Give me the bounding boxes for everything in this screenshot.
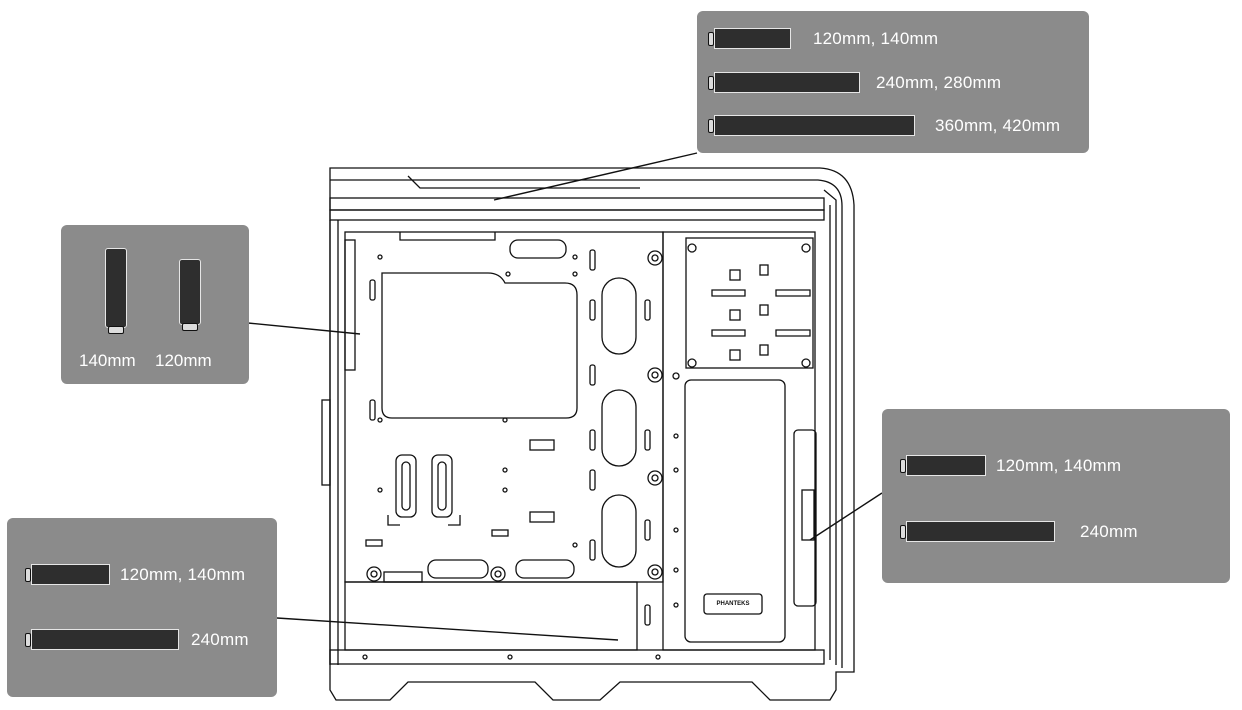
radiator-360-icon — [714, 115, 915, 136]
radiator-120-icon — [714, 28, 791, 49]
radiator-connector-icon — [25, 632, 31, 647]
front-radiator-label-1: 120mm, 140mm — [996, 455, 1122, 475]
front-radiator-label-2: 240mm — [1080, 521, 1138, 541]
radiator-240-icon — [714, 72, 860, 93]
radiator-240-icon — [31, 629, 179, 650]
rear-fan-panel: 140mm 120mm — [61, 225, 249, 384]
fan-120-icon — [179, 259, 201, 333]
top-radiator-option-1: 120mm, 140mm — [708, 28, 938, 49]
radiator-connector-icon — [708, 75, 714, 90]
top-radiator-option-3: 360mm, 420mm — [708, 115, 1060, 136]
bottom-radiator-option-2: 240mm — [25, 629, 249, 650]
rear-fan-label-140: 140mm — [79, 351, 136, 370]
front-radiator-panel: 120mm, 140mm 240mm — [882, 409, 1230, 583]
radiator-240-icon — [906, 521, 1055, 542]
bottom-radiator-panel: 120mm, 140mm 240mm — [7, 518, 277, 697]
radiator-120-icon — [31, 564, 110, 585]
radiator-connector-icon — [900, 458, 906, 473]
fan-140-icon — [105, 248, 127, 334]
radiator-120-icon — [906, 455, 986, 476]
top-radiator-option-2: 240mm, 280mm — [708, 72, 1001, 93]
rear-fan-label-120: 120mm — [155, 351, 212, 370]
top-radiator-label-1: 120mm, 140mm — [813, 28, 939, 48]
bottom-radiator-label-2: 240mm — [191, 629, 249, 649]
front-radiator-option-1: 120mm, 140mm — [900, 455, 1121, 476]
top-radiator-label-2: 240mm, 280mm — [876, 72, 1002, 92]
front-radiator-option-2: 240mm — [900, 521, 1138, 542]
bottom-radiator-label-1: 120mm, 140mm — [120, 564, 246, 584]
radiator-connector-icon — [900, 524, 906, 539]
radiator-connector-icon — [708, 118, 714, 133]
top-radiator-panel: 120mm, 140mm 240mm, 280mm 360mm, 420mm — [697, 11, 1089, 153]
radiator-connector-icon — [25, 567, 31, 582]
top-radiator-label-3: 360mm, 420mm — [935, 115, 1061, 135]
radiator-connector-icon — [708, 31, 714, 46]
bottom-radiator-option-1: 120mm, 140mm — [25, 564, 245, 585]
case-brand-badge: PHANTEKS — [716, 601, 750, 607]
